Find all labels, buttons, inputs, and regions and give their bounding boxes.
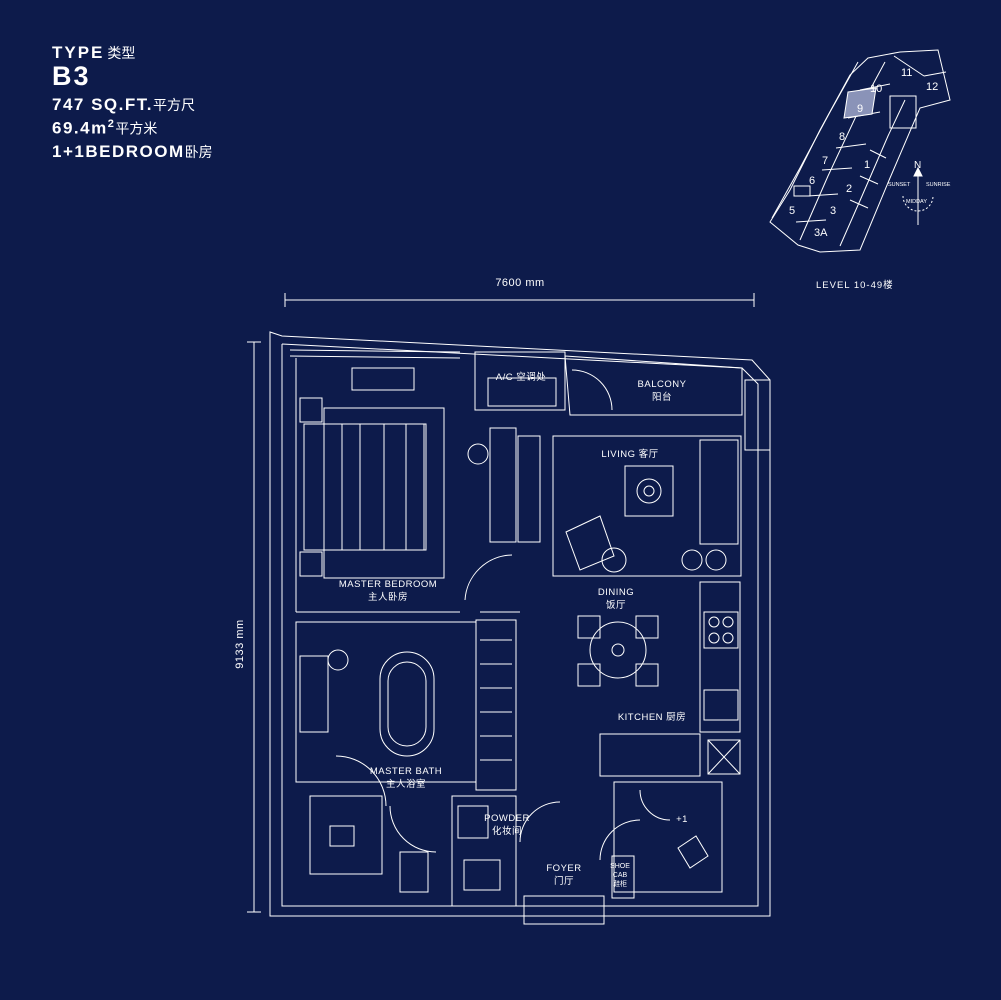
label-foyer: FOYER [546, 863, 581, 874]
label-living: LIVING 客厅 [601, 448, 658, 460]
label-foyer-cn: 门厅 [554, 875, 574, 887]
label-shoe-2: CAB [613, 872, 628, 879]
label-master-bedroom-cn: 主人卧房 [368, 591, 408, 603]
label-ac: A/C 空调处 [496, 371, 546, 383]
area-sqft-cn: 平方尺 [152, 97, 195, 113]
label-dining: DINING [598, 587, 634, 598]
type-label: TYPE [52, 43, 105, 62]
label-master-bedroom: MASTER BEDROOM [339, 579, 437, 590]
area-sqm-sup: 2 [107, 118, 116, 130]
level-label: LEVEL 10-49楼 [816, 280, 894, 291]
label-balcony: BALCONY [638, 379, 687, 390]
unit-code: B3 [52, 61, 91, 91]
area-sqm: 69.4m [52, 118, 108, 138]
label-powder: POWDER [484, 813, 530, 824]
area-sqm-cn: 平方米 [115, 120, 158, 137]
bedroom-count: 1+1BEDROOM [52, 141, 185, 161]
label-shoe-cn: 鞋柜 [613, 879, 627, 888]
label-shoe-1: SHOE [610, 863, 630, 870]
label-balcony-cn: 阳台 [652, 391, 672, 403]
label-powder-cn: 化妆间 [492, 825, 522, 837]
bedroom-count-cn: 卧房 [184, 143, 213, 160]
type-label-cn: 类型 [107, 45, 136, 61]
label-dining-cn: 饭厅 [606, 599, 626, 611]
label-kitchen: KITCHEN 厨房 [618, 711, 686, 723]
label-master-bath: MASTER BATH [370, 766, 442, 777]
width-dimension: 7600 mm [495, 277, 545, 289]
area-sqft: 747 SQ.FT. [52, 95, 153, 114]
label-plus-one: +1 [676, 814, 688, 825]
label-master-bath-cn: 主人浴室 [386, 778, 426, 790]
